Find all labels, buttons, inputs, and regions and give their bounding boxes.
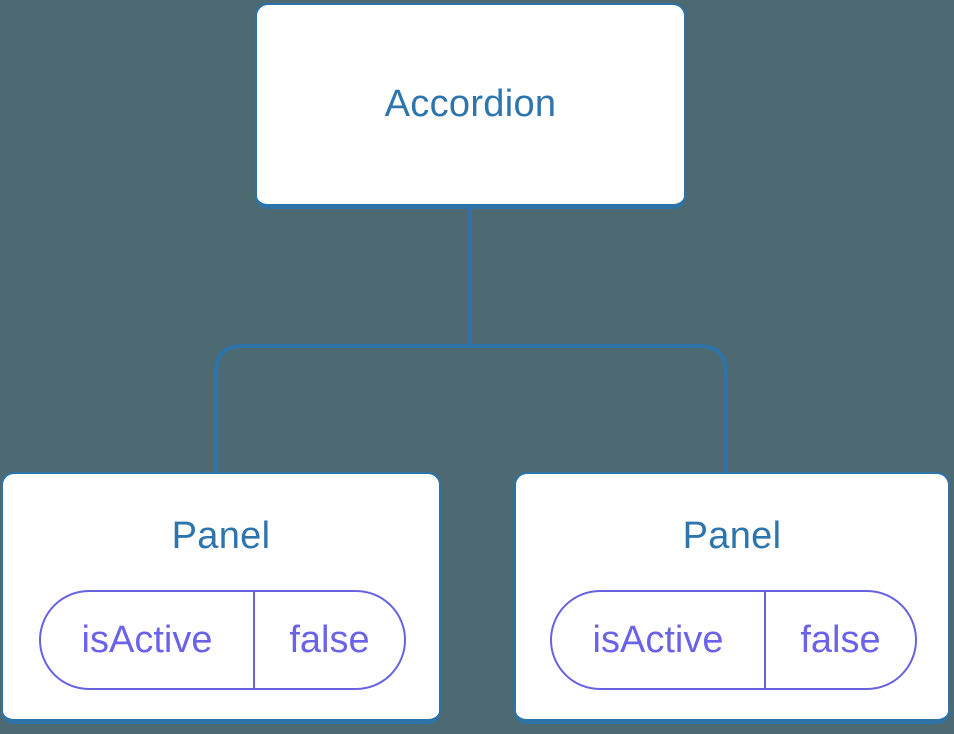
state-key: isActive (592, 618, 724, 661)
state-pill-left: isActive false (39, 590, 406, 690)
node-panel-right: Panel isActive false (514, 472, 950, 724)
state-value: false (764, 592, 915, 688)
accordion-label: Accordion (384, 83, 557, 125)
panel-right-label: Panel (682, 515, 782, 557)
connector-children-bracket (214, 344, 728, 474)
panel-left-label: Panel (171, 515, 271, 557)
state-key: isActive (81, 618, 213, 661)
node-panel-left: Panel isActive false (1, 472, 441, 724)
node-accordion: Accordion (255, 3, 686, 209)
state-value: false (253, 592, 404, 688)
state-pill-right: isActive false (550, 590, 917, 690)
